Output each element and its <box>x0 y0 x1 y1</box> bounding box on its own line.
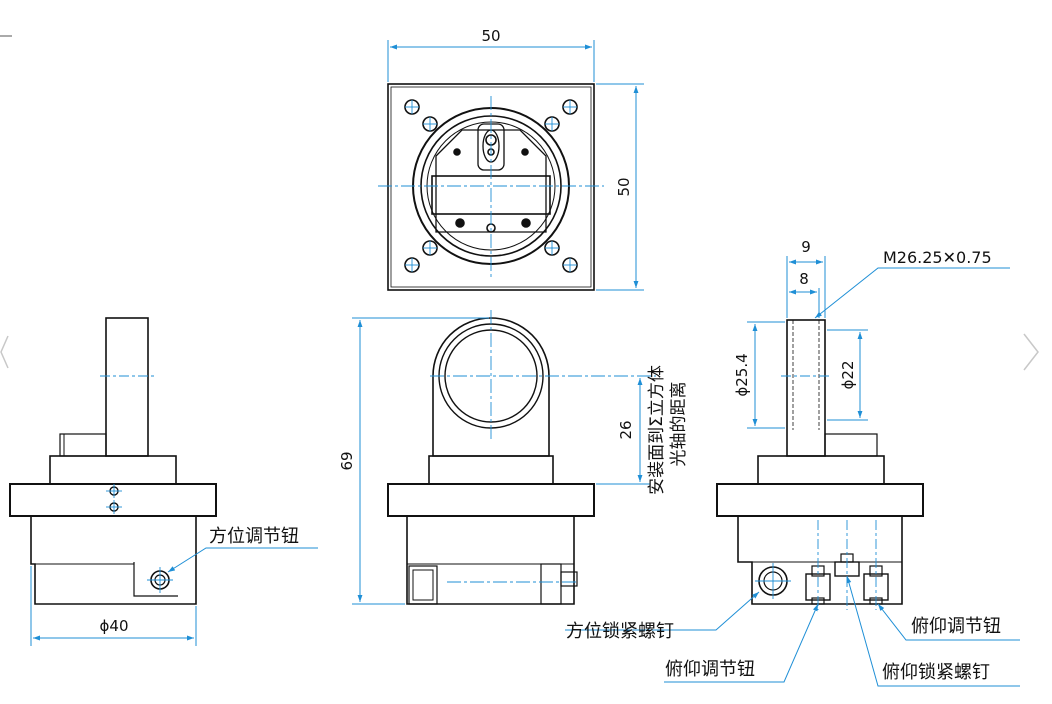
dim-rod-width-8: 8 <box>799 270 809 288</box>
chevron-right-icon[interactable] <box>1014 325 1050 375</box>
dim-thread: M26.25✕0.75 <box>883 248 992 267</box>
note-axis-line1: 安装面到Σ立方体 <box>647 365 667 495</box>
front-view-ring-housing <box>432 317 550 457</box>
dim-top-height: 50 <box>615 177 633 196</box>
right-view-base-plate <box>716 483 924 517</box>
label-pitch-knob-bottom: 俯仰调节钮 <box>665 659 755 680</box>
left-view-base-plate <box>9 483 217 517</box>
label-pitch-knob-right: 俯仰调节钮 <box>911 616 1001 637</box>
chevron-left-icon[interactable] <box>0 325 14 375</box>
right-view-dims <box>565 256 1020 687</box>
top-view-dims <box>387 40 644 291</box>
front-view-centerlines <box>430 310 656 583</box>
label-pitch-lock-screw: 俯仰锁紧螺钉 <box>882 662 990 683</box>
label-azimuth-knob-left: 方位调节钮 <box>209 526 299 547</box>
label-azimuth-lock-screw: 方位锁紧螺钉 <box>566 621 674 642</box>
dim-left-diameter: ϕ40 <box>100 617 129 635</box>
left-view-centerlines <box>100 375 173 593</box>
left-view-rod <box>105 317 149 457</box>
top-view-plate <box>387 83 595 291</box>
left-view-dims <box>30 547 318 646</box>
note-axis-line2: 光轴的距离 <box>669 382 689 467</box>
right-view-centerlines <box>755 375 877 610</box>
dim-axis-height: 26 <box>617 420 635 439</box>
dim-rod-width-9: 9 <box>801 238 811 256</box>
dim-rod-outer-diameter: ϕ25.4 <box>733 353 751 396</box>
front-view-base-plate <box>387 483 595 517</box>
top-view-centerlines <box>378 96 604 278</box>
dim-rod-inner-diameter: ϕ22 <box>839 361 857 390</box>
dim-top-width: 50 <box>481 27 500 45</box>
dim-front-height: 69 <box>338 451 356 470</box>
front-view-dims <box>352 317 650 605</box>
